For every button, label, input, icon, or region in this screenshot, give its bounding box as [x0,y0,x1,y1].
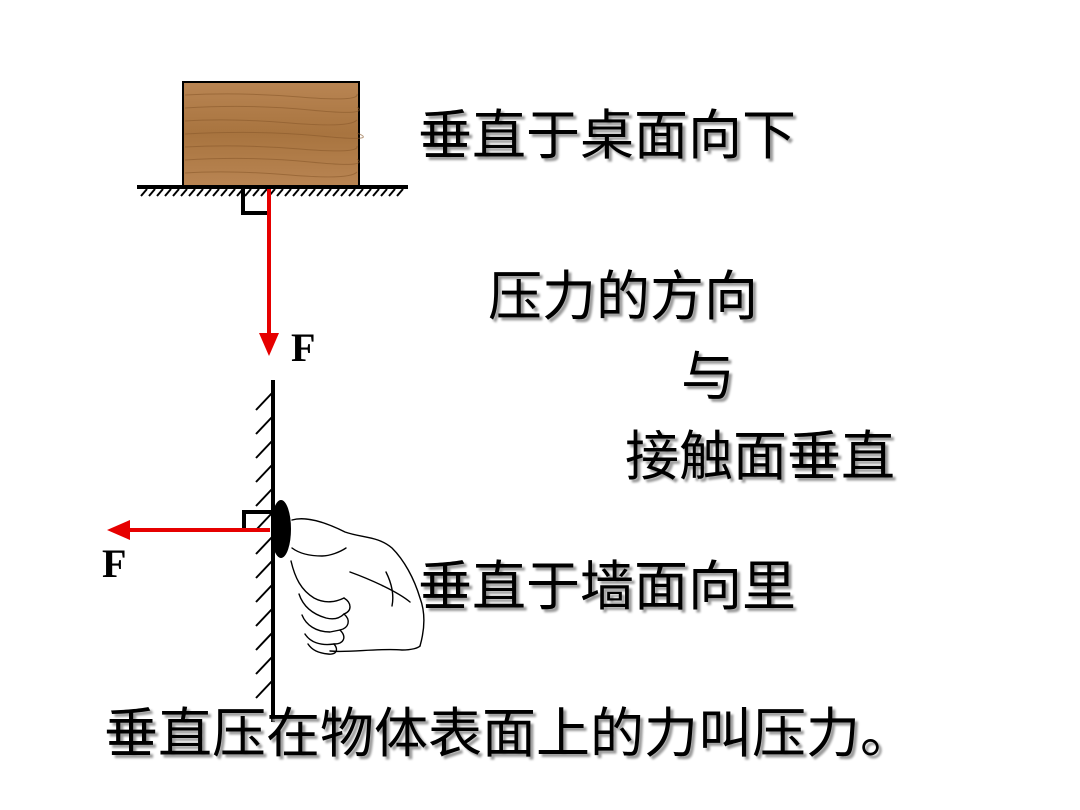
wall-surface [255,380,275,722]
force-label-left: F [102,541,127,586]
force-arrow-left [107,520,270,540]
hand-drawing [290,518,425,655]
right-angle-mark-wall [242,510,272,530]
force-label-top: F [291,325,316,370]
wooden-block [182,81,364,187]
pressure-direction-line3: 接触面垂直 [625,425,895,488]
pressure-direction-line1: 压力的方向 [488,265,758,328]
table-surface [137,185,408,197]
force-arrow-down [259,189,279,356]
definition-text: 垂直压在物体表面上的力叫压力。 [104,702,914,765]
thumbtack [271,500,291,558]
table-direction-text: 垂直于桌面向下 [418,104,796,167]
wall-direction-text: 垂直于墙面向里 [418,555,796,618]
right-angle-mark-table [241,189,268,215]
pressure-direction-line2: 与 [681,345,735,408]
